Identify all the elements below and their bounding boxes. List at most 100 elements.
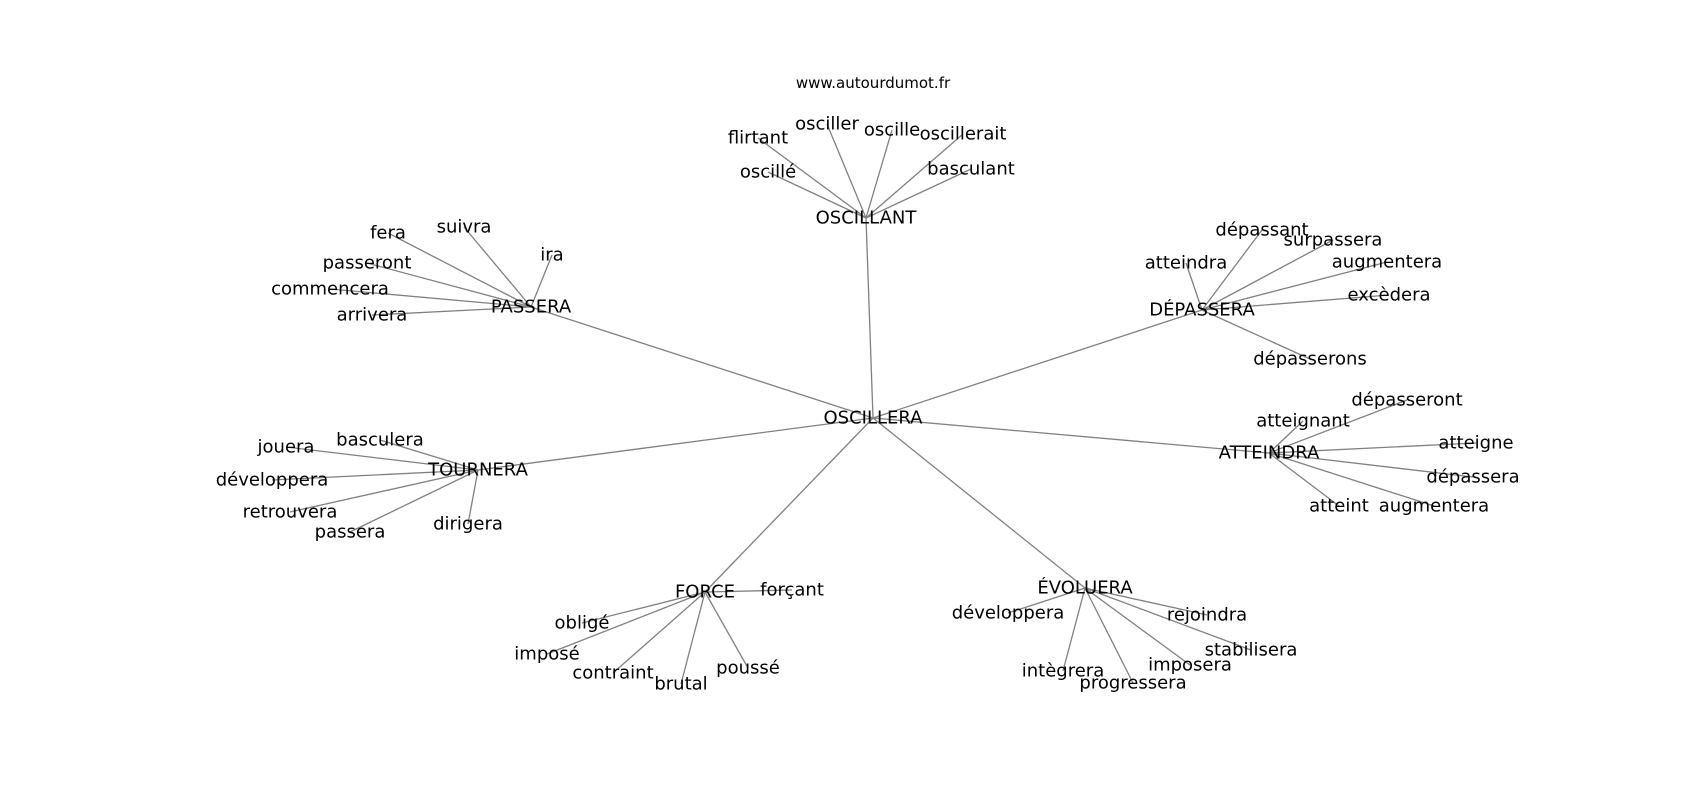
leaf-word: surpassera	[1284, 230, 1383, 251]
edge-evoluera-leaf	[1084, 587, 1208, 616]
edge-passera-leaf	[366, 262, 532, 308]
edge-evoluera-leaf	[1007, 587, 1086, 614]
edge-tournera-leaf	[379, 439, 479, 471]
leaf-word: contraint	[572, 663, 653, 684]
leaf-word: ira	[540, 245, 563, 266]
cluster-node-depassera: DÉPASSERA	[1149, 299, 1255, 321]
leaf-word: commencera	[271, 279, 389, 300]
leaf-word: augmentera	[1332, 252, 1442, 273]
edge-oscillant-leaf	[757, 137, 867, 219]
leaf-word: arrivera	[337, 305, 408, 326]
cluster-node-passera: PASSERA	[491, 297, 572, 318]
leaf-word: dirigera	[433, 514, 503, 535]
cluster-node-tournera: TOURNERA	[427, 460, 528, 481]
leaf-word: suivra	[437, 217, 492, 238]
edge-center-passera	[530, 306, 874, 419]
leaf-word: imposé	[514, 644, 579, 665]
edge-evoluera-leaf	[1084, 587, 1252, 651]
edge-depassera-leaf	[1201, 229, 1263, 311]
leaf-word: fera	[370, 223, 406, 244]
edge-atteindra-leaf	[1268, 399, 1408, 454]
leaf-word: forçant	[760, 580, 824, 601]
leaf-word: brutal	[654, 674, 707, 695]
edge-tournera-leaf	[285, 446, 479, 471]
edge-passera-leaf	[387, 232, 532, 308]
edge-depassera-leaf	[1201, 239, 1334, 311]
edge-depassera-leaf	[1201, 261, 1388, 311]
edge-passera-leaf	[463, 226, 532, 308]
edge-atteindra-leaf	[1268, 452, 1435, 507]
leaf-word: dépassera	[1426, 467, 1519, 488]
leaf-word: flirtant	[728, 128, 788, 149]
edge-force-leaf	[704, 591, 749, 669]
edge-tournera-leaf	[289, 469, 479, 513]
leaf-word: atteint	[1309, 496, 1369, 517]
edge-center-force	[704, 417, 874, 593]
edge-oscillant-leaf	[865, 133, 964, 219]
edge-oscillant-leaf	[865, 129, 893, 219]
edge-tournera-leaf	[467, 469, 479, 525]
leaf-word: dépasseront	[1351, 390, 1462, 411]
leaf-word: oscille	[864, 120, 920, 141]
edge-depassera-leaf	[1201, 309, 1311, 360]
leaf-word: basculant	[927, 159, 1015, 180]
edges-layer	[271, 123, 1477, 685]
edge-center-evoluera	[872, 417, 1086, 589]
cluster-node-atteindra: ATTEINDRA	[1219, 443, 1320, 464]
leaf-word: atteindra	[1145, 253, 1228, 274]
leaf-word: stabilisera	[1205, 640, 1298, 661]
leaf-word: excèdera	[1348, 285, 1431, 306]
leaf-word: imposera	[1148, 655, 1232, 676]
edge-center-oscillant	[865, 217, 874, 419]
edge-tournera-leaf	[349, 469, 479, 533]
leaf-word: retrouvera	[243, 502, 338, 523]
watermark: www.autourdumot.fr	[796, 74, 951, 92]
edge-passera-leaf	[329, 288, 532, 308]
edge-force-leaf	[680, 591, 706, 685]
edge-passera-leaf	[371, 306, 532, 316]
cluster-node-evoluera: ÉVOLUERA	[1037, 577, 1133, 599]
leaf-word: oscillerait	[920, 124, 1007, 145]
edge-force-leaf	[704, 589, 793, 593]
edge-depassera-leaf	[1201, 294, 1390, 311]
leaf-word: rejoindra	[1167, 605, 1247, 626]
edge-center-tournera	[477, 417, 874, 471]
edge-evoluera-leaf	[1084, 587, 1191, 666]
edge-depassera-leaf	[1185, 262, 1203, 311]
edge-atteindra-leaf	[1268, 452, 1474, 478]
leaf-word: progressera	[1079, 673, 1186, 694]
edge-force-leaf	[546, 591, 706, 655]
leaf-word: développera	[952, 603, 1065, 624]
leaf-word: osciller	[795, 114, 859, 135]
edge-force-leaf	[612, 591, 706, 674]
edge-passera-leaf	[530, 254, 553, 308]
edge-tournera-leaf	[271, 469, 479, 481]
edge-force-leaf	[581, 591, 706, 624]
leaf-word: intègrera	[1022, 661, 1104, 682]
leaf-word: développera	[216, 470, 329, 491]
edge-atteindra-leaf	[1268, 420, 1304, 454]
leaf-word: obligé	[555, 613, 610, 634]
leaf-word: passeront	[323, 253, 412, 274]
leaf-word: dépasserons	[1253, 349, 1367, 370]
leaf-word: poussé	[716, 658, 780, 679]
edge-atteindra-leaf	[1268, 442, 1477, 454]
leaf-word: oscillé	[740, 162, 796, 183]
edge-center-depassera	[872, 309, 1203, 419]
leaf-word: atteigne	[1438, 433, 1513, 454]
cluster-node-force: FORCE	[675, 582, 735, 603]
leaf-word: passera	[315, 522, 386, 543]
edge-atteindra-leaf	[1268, 452, 1340, 507]
edge-evoluera-leaf	[1062, 587, 1086, 672]
edge-oscillant-leaf	[865, 168, 972, 219]
leaf-word: atteignant	[1256, 411, 1350, 432]
edge-evoluera-leaf	[1084, 587, 1134, 684]
edge-oscillant-leaf	[767, 171, 867, 219]
center-node: OSCILLERA	[824, 408, 924, 429]
leaf-word: augmentera	[1379, 496, 1489, 517]
edge-oscillant-leaf	[826, 123, 867, 219]
edge-center-atteindra	[872, 417, 1270, 454]
leaf-word: dépassant	[1215, 220, 1308, 241]
